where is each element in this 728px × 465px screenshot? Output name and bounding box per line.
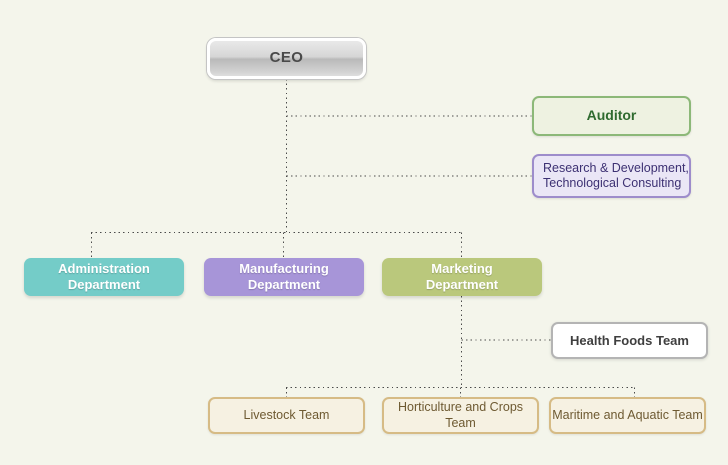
node-manufacturing-department-label: Manufacturing Department: [239, 261, 329, 292]
node-horticulture-crops-team[interactable]: Horticulture and Crops Team: [382, 397, 539, 434]
node-ceo[interactable]: CEO: [207, 38, 366, 79]
node-health-foods-team-label: Health Foods Team: [570, 332, 689, 348]
node-research-development[interactable]: Research & Development, Technological Co…: [532, 154, 691, 198]
node-research-development-label: Research & Development, Technological Co…: [543, 160, 689, 190]
node-manufacturing-department[interactable]: Manufacturing Department: [204, 258, 364, 296]
node-livestock-team[interactable]: Livestock Team: [208, 397, 365, 434]
node-maritime-aquatic-team-label: Maritime and Aquatic Team: [552, 407, 703, 422]
node-marketing-department-label: Marketing Department: [425, 261, 499, 292]
node-administration-department-label: Administration Department: [58, 261, 150, 292]
node-auditor[interactable]: Auditor: [532, 96, 691, 136]
node-horticulture-crops-team-label: Horticulture and Crops Team: [397, 400, 524, 430]
node-auditor-label: Auditor: [586, 107, 637, 124]
node-marketing-department[interactable]: Marketing Department: [382, 258, 542, 296]
node-ceo-label: CEO: [269, 49, 304, 67]
node-administration-department[interactable]: Administration Department: [24, 258, 184, 296]
node-livestock-team-label: Livestock Team: [243, 407, 330, 422]
node-maritime-aquatic-team[interactable]: Maritime and Aquatic Team: [549, 397, 706, 434]
node-health-foods-team[interactable]: Health Foods Team: [551, 322, 708, 359]
